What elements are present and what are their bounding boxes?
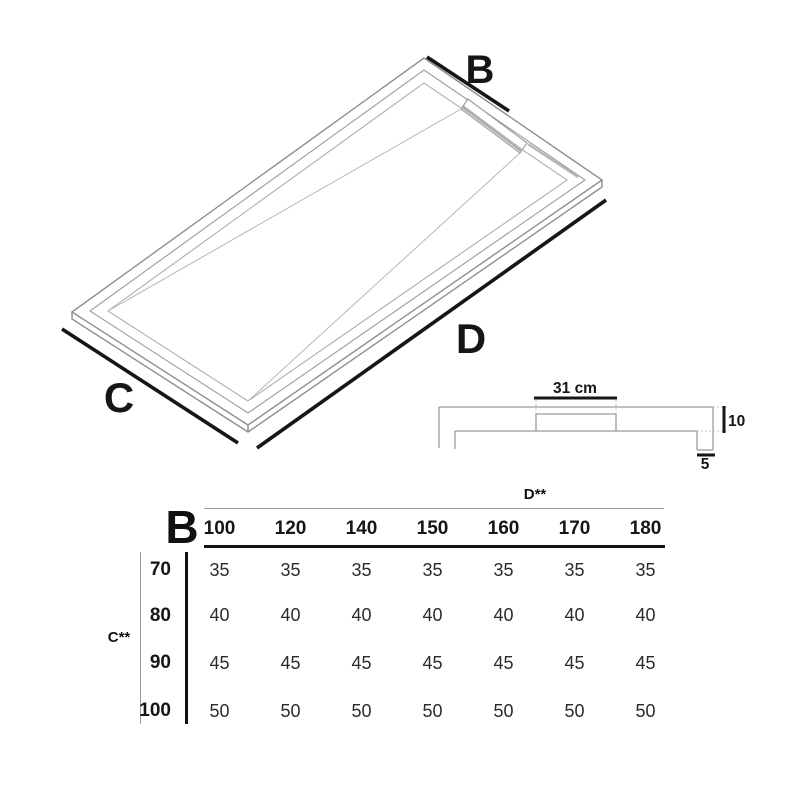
column-header: 150 [416,517,449,539]
edge-height-label: 10 [728,413,745,430]
table-header-rule [204,545,665,549]
table-left-thick-rule [185,552,188,724]
table-cell: 45 [422,652,443,673]
dimension-line-c [61,327,239,445]
drain-width-label: 31 cm [553,380,597,397]
table-cell: 40 [422,605,443,625]
dimension-label-d: D [456,315,486,362]
table-cell: 45 [564,652,585,673]
tray-rim-inner-edge [89,69,586,414]
dimension-line-b [426,55,510,113]
row-header: 80 [149,604,171,626]
tray-isometric-view [70,57,604,433]
profile-foot [696,431,714,451]
table-cell: 45 [209,652,230,673]
row-header: 70 [149,559,171,580]
table-cell: 35 [635,559,656,580]
row-header: 90 [149,652,171,673]
column-header: 180 [629,517,662,539]
table-cell: 45 [493,652,514,673]
dimension-label-b: B [466,48,495,92]
table-cell: 35 [493,559,514,580]
table-cell: 50 [351,700,372,721]
table-cell: 40 [351,605,372,625]
profile-drain-cover [535,413,617,431]
iso-dimension-lines [61,55,608,450]
table-cell: 50 [209,700,230,721]
rim-shading-line [527,142,579,179]
column-header: 160 [487,517,520,539]
table-cell: 50 [422,700,443,721]
table-cell: 50 [564,700,585,721]
table-left-thin-rule [140,552,142,724]
table-cell: 50 [280,700,301,721]
column-header: 140 [345,517,378,539]
column-header: 100 [203,517,236,539]
table-cell: 40 [635,605,656,625]
table-d-axis-label: D** [523,486,547,503]
dimension-table: 100 120 140 150 160 170 180 70 35 35 35 … [100,509,681,735]
dimension-line-d [255,198,608,450]
table-cell: 50 [635,700,656,721]
table-cell: 35 [422,559,443,580]
table-cell: 35 [564,559,585,580]
table-b-header: B [165,501,199,553]
table-cell: 35 [280,559,301,580]
drain-cover [460,98,528,154]
table-cell: 35 [209,559,230,580]
profile-extension-lines [535,400,728,432]
column-header: 120 [274,517,307,539]
tray-side-thickness [71,180,603,433]
floor-slope-lines [107,108,521,402]
tray-profile-view [438,406,714,451]
drain-cover-shading [461,105,524,153]
table-cell: 40 [493,605,514,625]
table-top-rule [204,508,664,510]
table-cell: 45 [635,652,656,673]
foot-width-label: 5 [701,456,710,473]
table-cell: 50 [493,700,514,721]
profile-dimension-marks [534,396,726,457]
table-cell: 45 [280,652,301,673]
table-cell: 45 [351,652,372,673]
row-header: 100 [139,700,171,721]
table-cell: 40 [209,605,230,625]
dimension-label-c: C [104,374,134,421]
table-cell: 40 [564,605,585,625]
table-cell: 40 [280,605,301,625]
table-cell: 35 [351,559,372,580]
column-header: 170 [558,517,591,539]
table-c-axis-label: C** [107,629,131,646]
